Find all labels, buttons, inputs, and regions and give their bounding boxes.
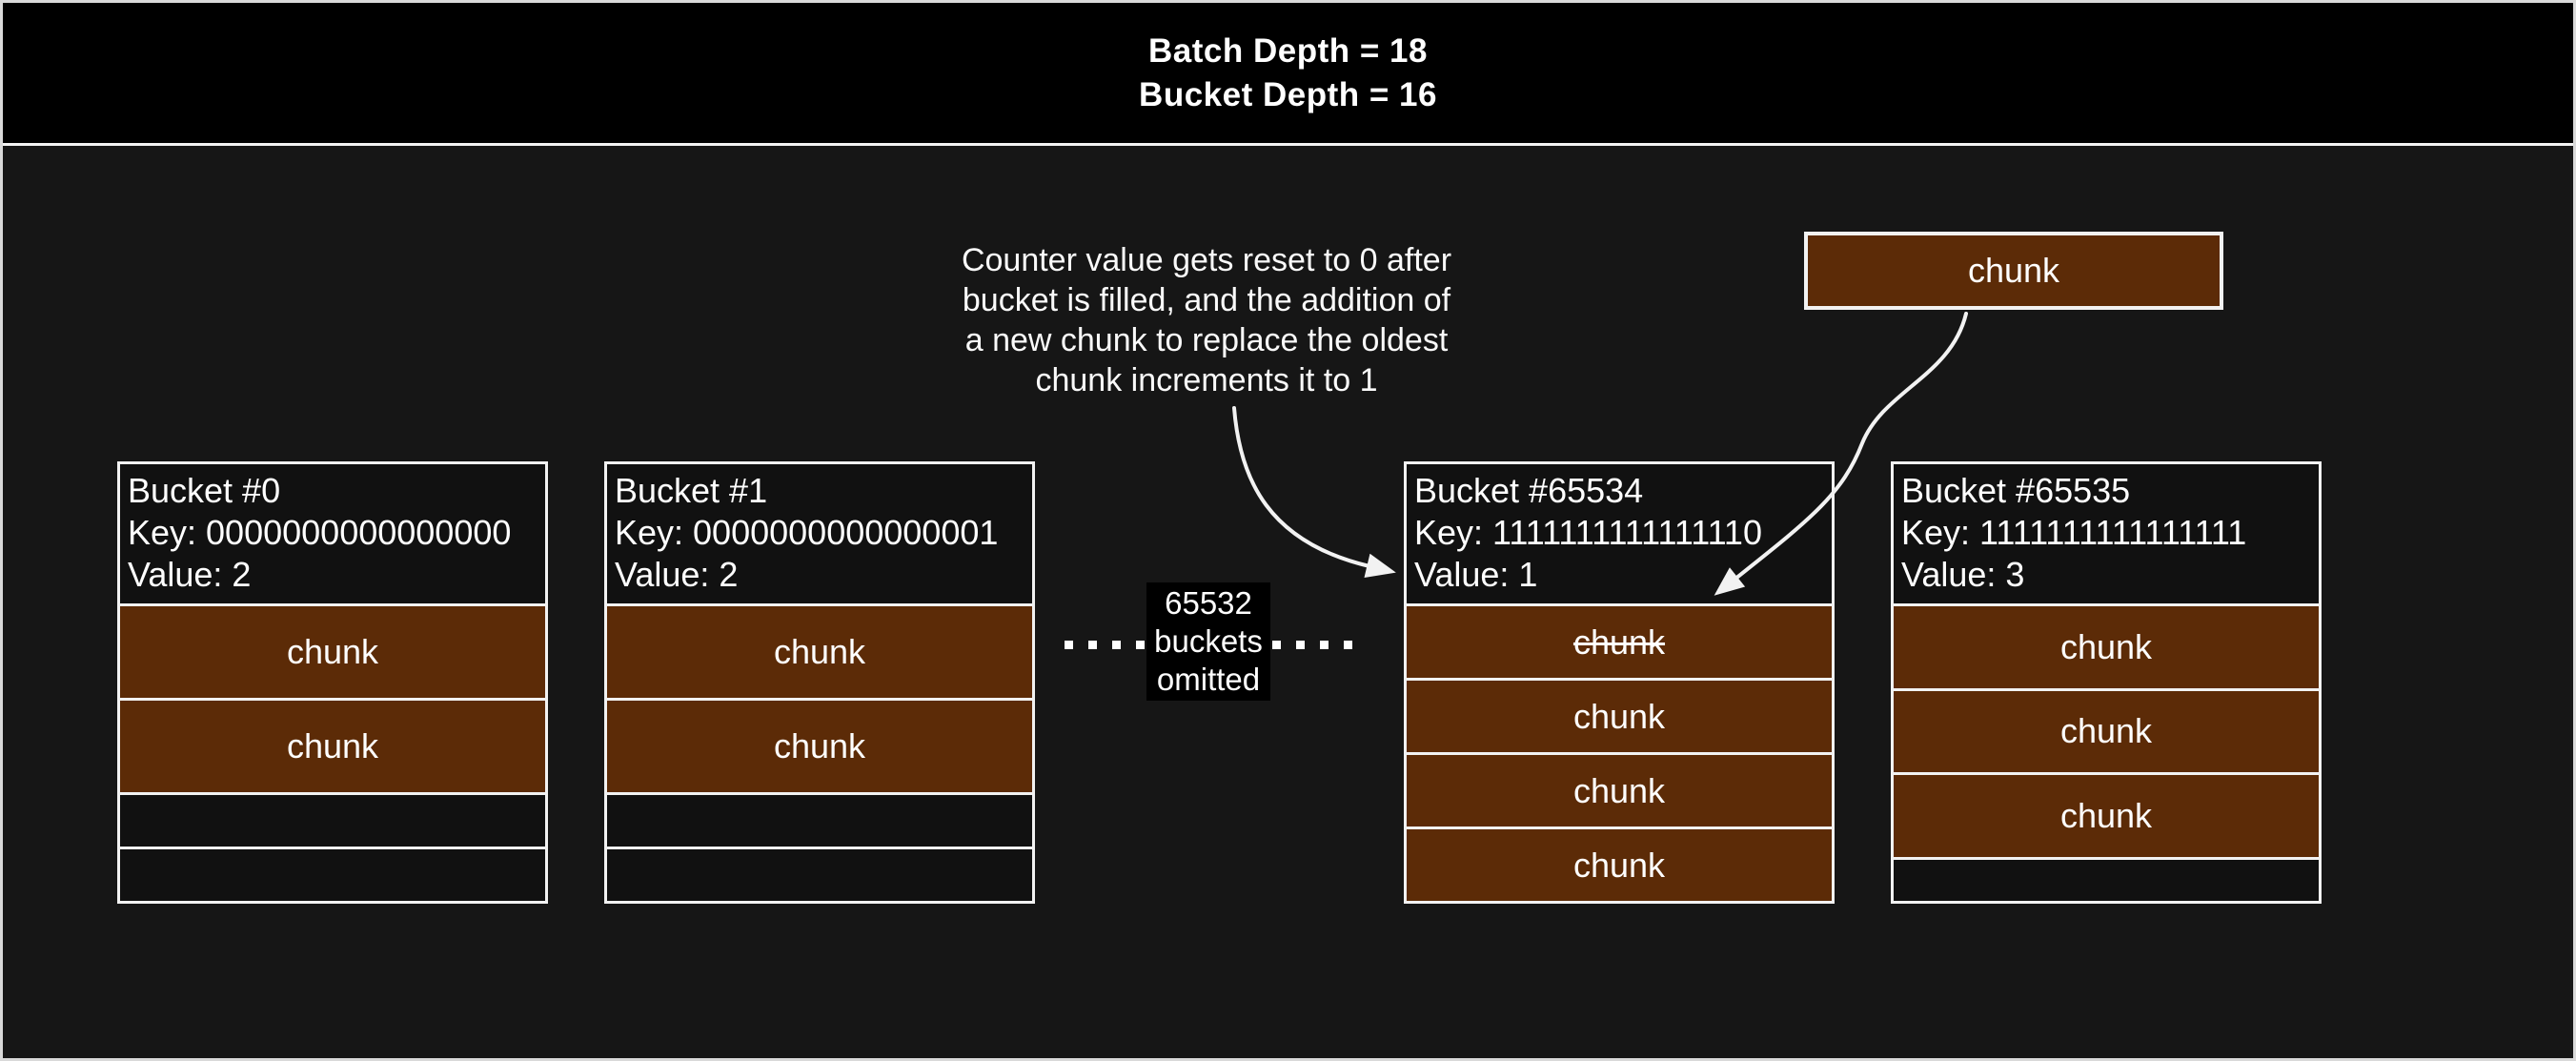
chunk-label: chunk [2059,711,2153,751]
bucket-value: Value: 2 [615,555,739,594]
chunk-label: chunk [1572,622,1666,662]
chunk-label: chunk [286,726,379,765]
chunk-label: chunk [286,632,379,671]
chunk-slot: chunk [1407,678,1832,752]
annotation-arrow [1232,406,1396,579]
chunk-label: chunk [1967,251,2060,290]
chunk-label: chunk [1572,696,1666,736]
ellipsis-dot [1344,641,1352,649]
ellipsis-dot [1320,641,1329,649]
annotation-line: chunk increments it to 1 [1035,362,1378,398]
chunk-slot: chunk [1407,752,1832,826]
omitted-buckets-label: 65532 buckets omitted [1146,582,1270,701]
empty-slot [607,792,1032,847]
bucket-key: Key: 1111111111111111 [1901,513,2247,552]
ellipsis-dot [1136,641,1145,649]
empty-slot [1894,856,2319,902]
batch-depth-text: Batch Depth = 18 [1148,31,1428,70]
ellipsis-dot [1296,641,1305,649]
chunk-slot: chunk [1894,603,2319,688]
omitted-line: omitted [1156,662,1261,697]
chunk-label: chunk [2059,626,2153,666]
bucket-1-header: Bucket #1 Key: 0000000000000001 Value: 2 [607,464,1032,603]
ellipsis-dot [1112,641,1121,649]
incoming-chunk-box: chunk [1804,232,2223,310]
chunk-slot-oldest: chunk [1407,603,1832,678]
bucket-value: Value: 1 [1414,555,1538,594]
bucket-0: Bucket #0 Key: 0000000000000000 Value: 2… [117,461,548,904]
bucket-value: Value: 2 [128,555,252,594]
chunk-slot: chunk [120,698,545,792]
ellipsis-dot [1272,641,1281,649]
bucket-title: Bucket #1 [615,471,768,510]
bucket-depth-text: Bucket Depth = 16 [1139,75,1437,113]
ellipsis-dot [1065,641,1073,649]
chunk-slot: chunk [1407,826,1832,901]
chunk-slot: chunk [607,698,1032,792]
bucket-key: Key: 0000000000000000 [128,513,512,552]
chunk-label: chunk [773,726,866,765]
empty-slot [607,847,1032,901]
bucket-1: Bucket #1 Key: 0000000000000001 Value: 2… [604,461,1035,904]
empty-slot [120,847,545,901]
bucket-value: Value: 3 [1901,555,2025,594]
chunk-slot: chunk [1894,772,2319,857]
chunk-slot: chunk [607,603,1032,698]
bucket-title: Bucket #65535 [1901,471,2131,510]
chunk-slot: chunk [120,603,545,698]
chunk-label: chunk [1572,845,1666,885]
bucket-title: Bucket #0 [128,471,281,510]
bucket-65535: Bucket #65535 Key: 1111111111111111 Valu… [1891,461,2322,904]
annotation-line: Counter value gets reset to 0 after [961,242,1452,278]
bucket-65535-header: Bucket #65535 Key: 1111111111111111 Valu… [1894,464,2319,603]
chunk-label: chunk [2059,795,2153,835]
counter-annotation: Counter value gets reset to 0 after buck… [921,240,1492,400]
chunk-label: chunk [773,632,866,671]
bucket-key: Key: 1111111111111110 [1414,513,1762,552]
omitted-line: buckets [1154,623,1263,659]
chunk-slot: chunk [1894,687,2319,772]
bucket-0-header: Bucket #0 Key: 0000000000000000 Value: 2 [120,464,545,603]
annotation-line: a new chunk to replace the oldest [964,322,1449,358]
bucket-key: Key: 0000000000000001 [615,513,999,552]
header-band: Batch Depth = 18 Bucket Depth = 16 [3,3,2573,146]
bucket-65534-header: Bucket #65534 Key: 1111111111111110 Valu… [1407,464,1832,603]
ellipsis-dot [1088,641,1097,649]
omitted-line: 65532 [1165,585,1252,621]
bucket-title: Bucket #65534 [1414,471,1644,510]
annotation-line: bucket is filled, and the addition of [962,282,1451,318]
bucket-65534: Bucket #65534 Key: 1111111111111110 Valu… [1404,461,1835,904]
chunk-label: chunk [1572,770,1666,810]
empty-slot [120,792,545,847]
